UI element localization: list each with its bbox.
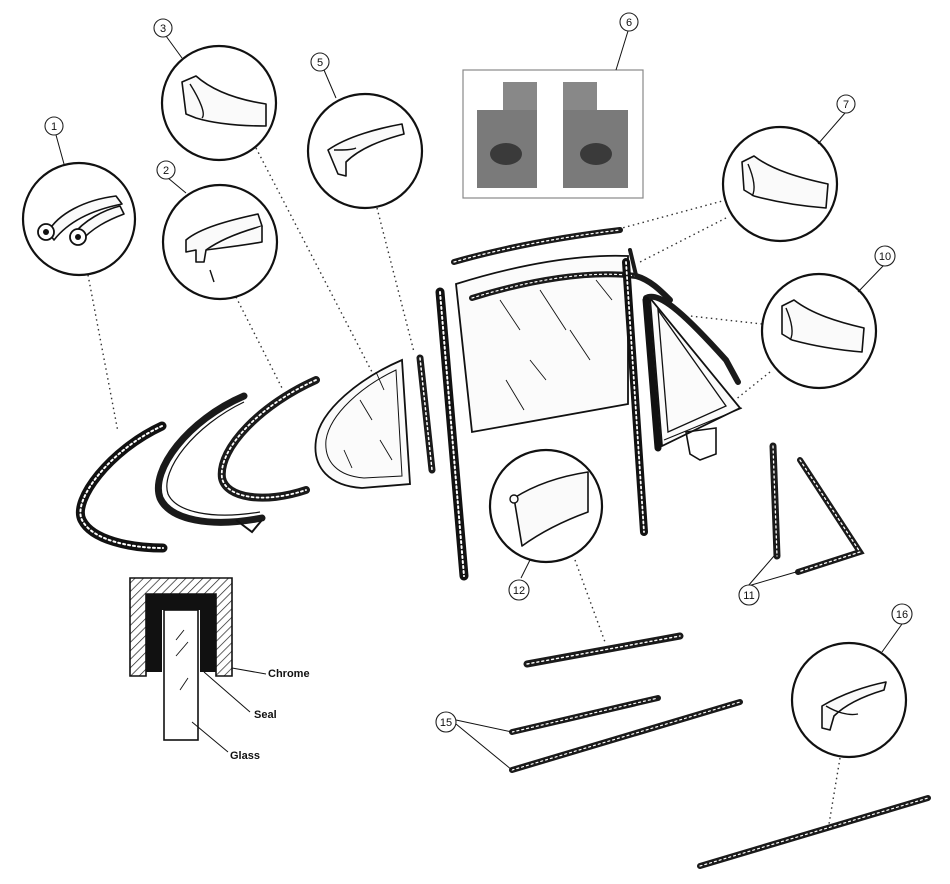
door-top-seal [451, 227, 623, 265]
svg-text:10: 10 [879, 251, 891, 263]
rear-quarter-glass [314, 358, 411, 489]
svg-text:3: 3 [160, 23, 166, 35]
svg-text:16: 16 [896, 609, 908, 621]
svg-text:2: 2 [163, 165, 169, 177]
door-glass-upper-seal [469, 271, 673, 303]
detail-bubble-2 [161, 183, 279, 301]
cross-section-detail: Chrome Seal Glass [129, 577, 310, 762]
belt-seal-12 [523, 632, 684, 668]
callout-2: 2 [156, 160, 176, 180]
callout-lines [55, 30, 903, 771]
detail-bubble-5 [306, 92, 424, 210]
callout-3: 3 [153, 18, 173, 38]
callout-7: 7 [836, 94, 856, 114]
door-glass [455, 254, 629, 434]
vertical-seal-5 [416, 354, 436, 474]
callout-5: 5 [310, 52, 330, 72]
rear-quarter-seal-1 [75, 421, 168, 553]
detail-bubble-16 [790, 641, 908, 759]
svg-text:15: 15 [440, 717, 452, 729]
belt-seal-15-upper [509, 695, 661, 735]
vent-seal-vertical-11 [769, 442, 781, 560]
callout-11: 11 [738, 584, 760, 606]
vent-seal-angled-11 [795, 457, 865, 575]
seal-label: Seal [254, 709, 277, 721]
svg-text:5: 5 [317, 57, 323, 69]
detail-bubble-1 [21, 161, 137, 277]
detail-bubble-12 [488, 448, 604, 564]
rubber-block-photo [462, 69, 644, 199]
callout-16: 16 [891, 603, 913, 625]
callout-10: 10 [874, 245, 896, 267]
leader-lines [87, 147, 841, 831]
callout-1: 1 [44, 116, 64, 136]
chrome-label: Chrome [268, 668, 310, 680]
vent-window-frame [642, 293, 743, 461]
svg-text:6: 6 [626, 17, 632, 29]
glass-label: Glass [230, 750, 260, 762]
callout-6: 6 [619, 12, 639, 32]
callout-15: 15 [435, 711, 457, 733]
detail-bubble-3 [160, 44, 278, 162]
belt-seal-15-lower [509, 699, 743, 773]
detail-bubble-7 [721, 125, 839, 243]
belt-seal-16 [697, 795, 931, 869]
svg-text:1: 1 [51, 121, 57, 133]
door-front-post-seal [435, 287, 469, 581]
door-rear-post-seal [622, 248, 648, 536]
callout-12: 12 [508, 579, 530, 601]
rear-quarter-seal-2 [155, 392, 266, 534]
svg-text:12: 12 [513, 585, 525, 597]
svg-text:7: 7 [843, 99, 849, 111]
detail-bubble-10 [760, 272, 878, 390]
svg-text:11: 11 [743, 590, 754, 602]
rear-quarter-seal-3 [217, 376, 320, 502]
